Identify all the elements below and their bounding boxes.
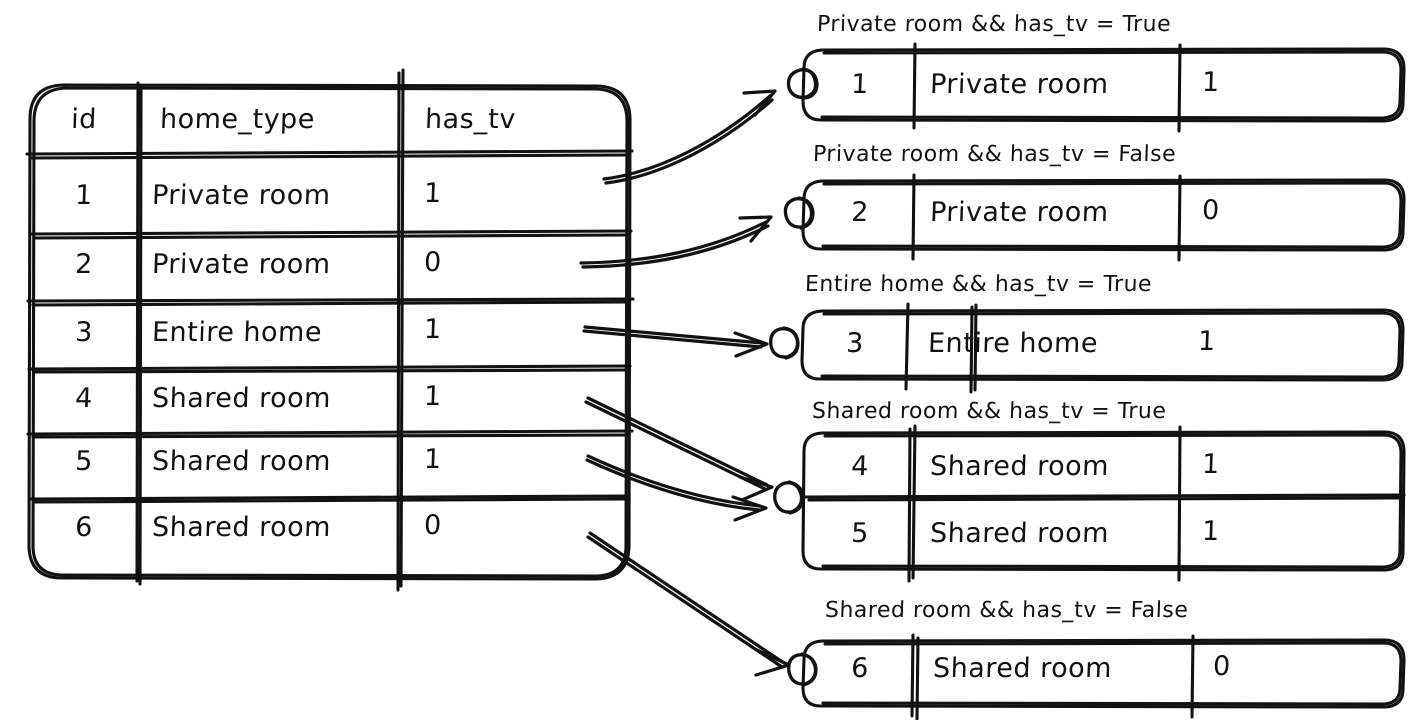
cell-home-type: Shared room [932,653,1113,684]
cell-id: 1 [850,69,870,100]
cell-id: 4 [850,451,870,482]
cell-id: 6 [74,512,94,543]
cell-has-tv: 1 [1201,449,1221,480]
group-label: Entire home && has_tv = True [804,272,1153,297]
source-header-home-type: home_type [159,104,316,135]
group-label: Shared room && has_tv = False [824,598,1189,623]
cell-home-type: Entire home [927,328,1099,359]
cell-id: 3 [74,317,94,348]
cell-id: 2 [850,197,870,228]
cell-id: 1 [74,180,94,211]
cell-home-type: Private room [151,180,332,211]
cell-has-tv: 1 [423,381,443,412]
cell-has-tv: 1 [423,314,443,345]
cell-has-tv: 0 [423,247,443,278]
cell-has-tv: 1 [423,178,443,209]
group-box-4 [801,424,1406,583]
cell-has-tv: 1 [423,444,443,475]
cell-has-tv: 0 [1212,651,1232,682]
cell-id: 6 [850,653,870,684]
cell-id: 5 [850,518,870,549]
cell-id: 2 [74,249,94,280]
source-header-has-tv: has_tv [424,104,517,135]
cell-id: 4 [74,383,94,414]
arrow-row3-to-group3 [582,325,769,358]
arrow-row2-to-group2 [579,215,773,269]
arrow-row5-to-group4 [585,454,768,522]
group-label: Private room && has_tv = True [816,12,1172,37]
cell-has-tv: 0 [1201,195,1221,226]
source-header-id: id [70,104,98,135]
connector-node-3 [769,326,800,360]
group-label: Private room && has_tv = False [812,142,1177,167]
cell-home-type: Shared room [929,451,1110,482]
connector-node-4 [773,480,805,515]
group-label: Shared room && has_tv = True [811,399,1167,424]
arrow-row4-to-group4 [584,396,774,502]
cell-home-type: Shared room [929,518,1110,549]
arrow-row1-to-group1 [602,89,777,185]
cell-has-tv: 1 [1197,326,1217,357]
cell-has-tv: 1 [1201,67,1221,98]
cell-home-type: Shared room [151,512,332,543]
cell-has-tv: 0 [423,510,443,541]
cell-home-type: Private room [151,249,332,280]
cell-home-type: Shared room [151,446,332,477]
cell-id: 3 [845,328,865,359]
cell-home-type: Private room [929,197,1110,228]
cell-home-type: Shared room [151,383,332,414]
cell-home-type: Private room [929,69,1110,100]
cell-id: 5 [74,446,94,477]
cell-home-type: Entire home [151,317,323,348]
cell-has-tv: 1 [1201,516,1221,547]
arrow-row6-to-group5 [586,531,791,677]
